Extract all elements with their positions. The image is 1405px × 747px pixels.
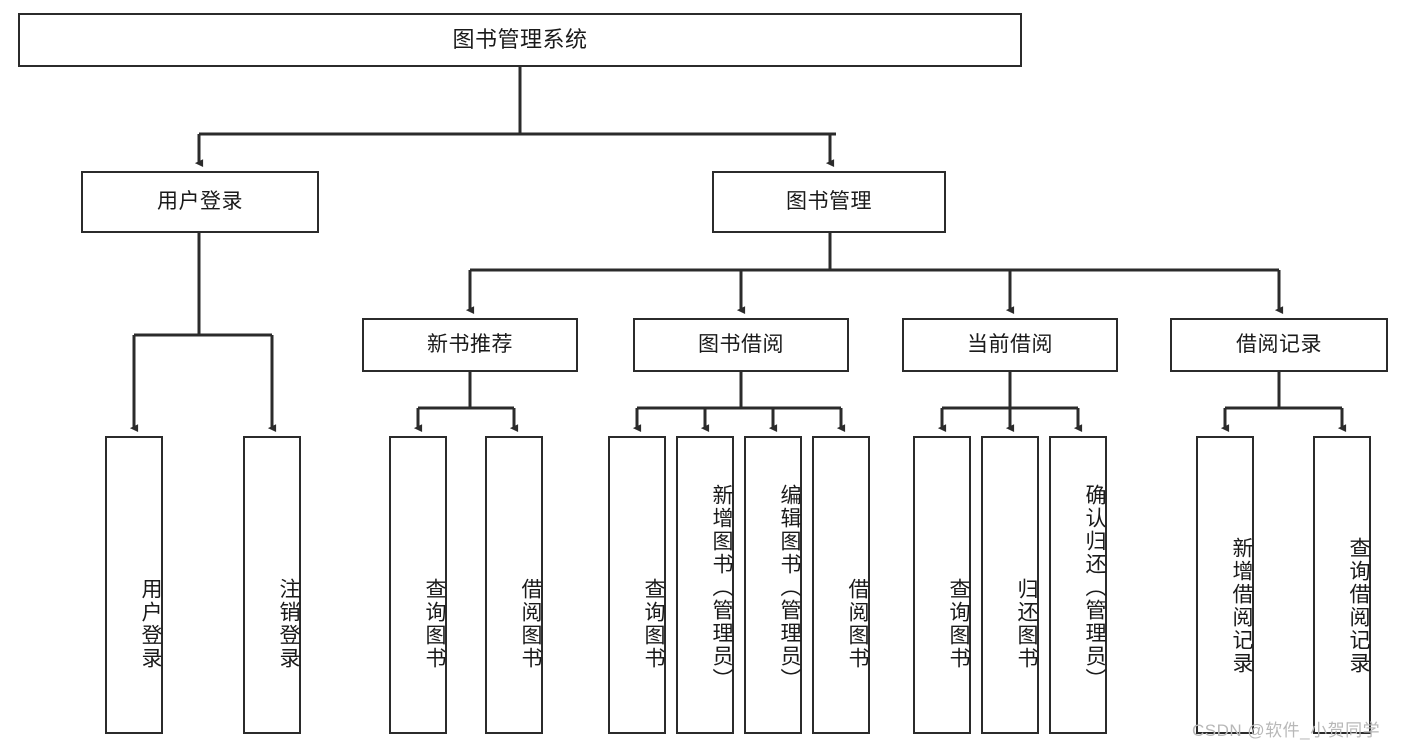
node-label: 编辑图书（管理员） (778, 483, 801, 691)
edge-current-borrow-to-leaves (937, 372, 1083, 433)
node-leaf-user-login[interactable]: 用户登录 (105, 436, 163, 734)
node-label: 查询图书 (642, 578, 665, 670)
node-leaf-add-borrow-record[interactable]: 新增借阅记录 (1196, 436, 1254, 734)
node-new-book-recommend[interactable]: 新书推荐 (362, 318, 578, 372)
node-label: 确认归还（管理员） (1083, 483, 1106, 691)
node-leaf-add-book-admin[interactable]: 新增图书（管理员） (676, 436, 734, 734)
edge-book-borrow-to-leaves (632, 372, 846, 433)
node-label: 新增借阅记录 (1230, 537, 1253, 675)
edge-user-login-to-leaves (129, 233, 277, 433)
node-current-borrow[interactable]: 当前借阅 (902, 318, 1118, 372)
node-label: 借阅图书 (846, 578, 869, 670)
node-leaf-borrow-book[interactable]: 借阅图书 (812, 436, 870, 734)
edge-book-manage-to-level3 (465, 233, 1284, 315)
node-user-login[interactable]: 用户登录 (81, 171, 319, 233)
node-borrow-record[interactable]: 借阅记录 (1170, 318, 1388, 372)
csdn-watermark: CSDN @软件_小贺同学 (1192, 721, 1381, 740)
node-leaf-query-book-recommend[interactable]: 查询图书 (389, 436, 447, 734)
node-label: 借阅记录 (1236, 333, 1322, 357)
node-label: 查询图书 (423, 578, 446, 670)
node-label: 图书管理 (786, 190, 872, 214)
node-label: 用户登录 (139, 578, 162, 670)
node-leaf-borrow-book-recommend[interactable]: 借阅图书 (485, 436, 543, 734)
node-label: 图书借阅 (698, 333, 784, 357)
node-label: 注销登录 (277, 578, 300, 670)
edge-root-to-level2 (194, 67, 836, 168)
node-book-borrow[interactable]: 图书借阅 (633, 318, 849, 372)
node-label: 图书管理系统 (452, 26, 588, 52)
node-leaf-query-book-current[interactable]: 查询图书 (913, 436, 971, 734)
node-root-system[interactable]: 图书管理系统 (18, 13, 1022, 67)
node-label: 查询借阅记录 (1347, 537, 1370, 675)
node-leaf-query-borrow-record[interactable]: 查询借阅记录 (1313, 436, 1371, 734)
node-leaf-query-book-borrow[interactable]: 查询图书 (608, 436, 666, 734)
node-label: 当前借阅 (967, 333, 1053, 357)
node-label: 新增图书（管理员） (710, 483, 733, 691)
node-book-manage[interactable]: 图书管理 (712, 171, 946, 233)
node-leaf-return-book[interactable]: 归还图书 (981, 436, 1039, 734)
node-label: 查询图书 (947, 578, 970, 670)
node-leaf-logout[interactable]: 注销登录 (243, 436, 301, 734)
node-label: 借阅图书 (519, 578, 542, 670)
node-leaf-confirm-return-admin[interactable]: 确认归还（管理员） (1049, 436, 1107, 734)
node-label: 用户登录 (157, 190, 243, 214)
edge-new-book-rec-to-leaves (413, 372, 519, 433)
node-leaf-edit-book-admin[interactable]: 编辑图书（管理员） (744, 436, 802, 734)
edge-borrow-record-to-leaves (1220, 372, 1347, 433)
node-label: 归还图书 (1015, 578, 1038, 670)
node-label: 新书推荐 (427, 333, 513, 357)
